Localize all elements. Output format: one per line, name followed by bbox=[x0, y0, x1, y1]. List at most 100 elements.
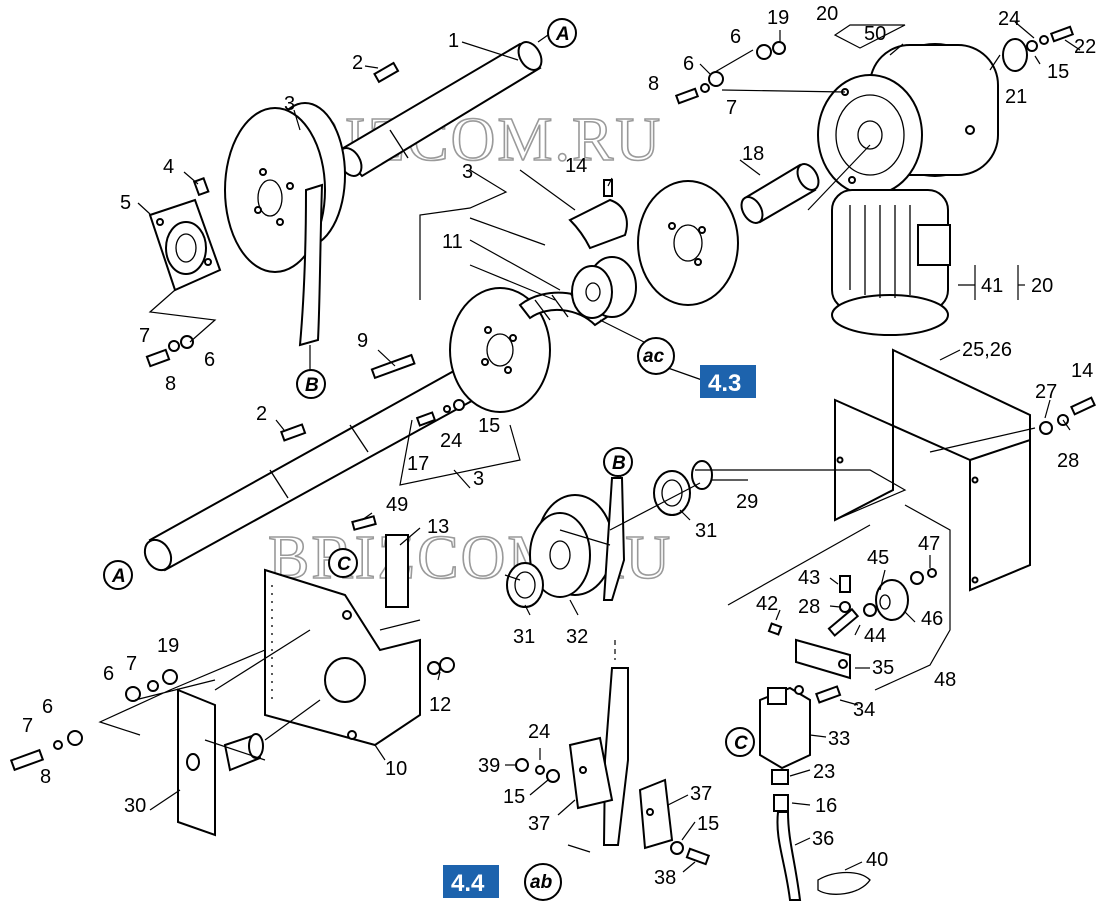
callout-10: 10 bbox=[385, 758, 407, 780]
callout-7-left-b: 7 bbox=[22, 715, 33, 737]
callout-30: 30 bbox=[124, 795, 146, 817]
callout-35: 35 bbox=[872, 657, 894, 679]
callout-2-lower: 2 bbox=[256, 403, 267, 425]
callout-44: 44 bbox=[864, 625, 886, 647]
callout-24-mid: 24 bbox=[440, 430, 462, 452]
pin-42 bbox=[767, 622, 783, 636]
callout-31-lower: 31 bbox=[513, 626, 535, 648]
washer-24-lower bbox=[535, 765, 545, 775]
callout-3-clamp: 3 bbox=[462, 161, 473, 183]
washer-15-mid bbox=[453, 399, 465, 411]
svg-text:ab: ab bbox=[530, 872, 553, 893]
washer-7-left bbox=[147, 680, 159, 692]
connector-c-plate: C bbox=[328, 548, 358, 578]
callout-37-left: 37 bbox=[528, 813, 550, 835]
screw-14-upper bbox=[603, 179, 613, 197]
bolt-17 bbox=[415, 411, 437, 427]
reference-4-4[interactable]: 4.4 bbox=[443, 865, 499, 898]
nut-19-top bbox=[772, 41, 786, 55]
callout-40: 40 bbox=[866, 849, 888, 871]
callout-3-pulley: 3 bbox=[284, 93, 295, 115]
brake-disc-right bbox=[637, 180, 739, 306]
callout-numbers: 1 2 3 4 5 7 6 8 9 2 17 24 15 3 3 14 11 6… bbox=[22, 3, 1096, 889]
callout-36: 36 bbox=[812, 828, 834, 850]
gland-23 bbox=[771, 769, 789, 785]
callout-19-left: 19 bbox=[157, 635, 179, 657]
callout-45: 45 bbox=[867, 547, 889, 569]
flange-bearing bbox=[148, 198, 222, 292]
bolt-8-top bbox=[674, 87, 700, 105]
callout-6-left-b: 6 bbox=[42, 696, 53, 718]
callout-6-top: 6 bbox=[730, 26, 741, 48]
washer-6-top-b bbox=[708, 71, 724, 87]
brake-disc-middle bbox=[449, 287, 551, 413]
svg-text:ac: ac bbox=[643, 346, 665, 367]
cover-plate bbox=[834, 348, 1031, 592]
callout-39: 39 bbox=[478, 755, 500, 777]
callout-14-right: 14 bbox=[1071, 360, 1093, 382]
washer-6-left bbox=[125, 686, 141, 702]
callout-42: 42 bbox=[756, 593, 778, 615]
washer-6-left-b bbox=[67, 730, 83, 746]
washer-45 bbox=[863, 603, 877, 617]
bolt-38 bbox=[685, 847, 711, 866]
callout-24-lower: 24 bbox=[528, 721, 550, 743]
callout-8-left-top: 8 bbox=[165, 373, 176, 395]
clamp-upper bbox=[568, 198, 628, 250]
callout-23: 23 bbox=[813, 761, 835, 783]
svg-text:C: C bbox=[337, 554, 351, 575]
washer-24-mid bbox=[443, 405, 451, 413]
callout-6-left: 6 bbox=[103, 663, 114, 685]
pin-44 bbox=[827, 607, 860, 637]
callout-20-top: 20 bbox=[816, 3, 838, 25]
callout-19-top: 19 bbox=[767, 7, 789, 29]
callout-28-right: 28 bbox=[1057, 450, 1079, 472]
cable-36 bbox=[776, 811, 802, 901]
belt-lower bbox=[602, 667, 629, 846]
washer-27 bbox=[1039, 421, 1053, 435]
bolt-8-left bbox=[9, 748, 45, 772]
connector-a-top: A bbox=[547, 18, 577, 48]
callout-7-left: 7 bbox=[126, 653, 137, 675]
callout-7-left-top: 7 bbox=[139, 325, 150, 347]
callout-7-top: 7 bbox=[726, 97, 737, 119]
callout-37-right: 37 bbox=[690, 783, 712, 805]
mounting-plate bbox=[264, 568, 421, 747]
washer-15-lower-b bbox=[670, 841, 684, 855]
belt-left bbox=[298, 183, 324, 347]
callout-22: 22 bbox=[1074, 36, 1096, 58]
svg-text:4.4: 4.4 bbox=[451, 870, 485, 897]
callout-15-top: 15 bbox=[1047, 61, 1069, 83]
callout-31-upper: 31 bbox=[695, 520, 717, 542]
callout-29: 29 bbox=[736, 491, 758, 513]
callout-5: 5 bbox=[120, 192, 131, 214]
screw-14-right bbox=[1070, 396, 1096, 416]
washer-12 bbox=[427, 661, 441, 675]
svg-text:A: A bbox=[555, 24, 570, 45]
key-upper bbox=[373, 61, 400, 84]
nut-39 bbox=[515, 758, 529, 772]
grease-nipple bbox=[192, 177, 210, 197]
callout-15-lower-b: 15 bbox=[697, 813, 719, 835]
washer-6-top bbox=[756, 44, 772, 60]
lever-35 bbox=[795, 638, 851, 680]
callout-24-top: 24 bbox=[998, 8, 1020, 30]
callout-20-motor: 20 bbox=[1031, 275, 1053, 297]
reference-4-3[interactable]: 4.3 bbox=[700, 365, 756, 398]
leader-lines bbox=[98, 21, 1081, 873]
motor bbox=[831, 189, 951, 336]
washer-15-top bbox=[1026, 40, 1038, 52]
svg-text:4.3: 4.3 bbox=[708, 370, 741, 397]
plate-30 bbox=[177, 688, 264, 837]
ring-47 bbox=[927, 568, 937, 578]
washer-7-top bbox=[700, 83, 710, 93]
limit-switch bbox=[759, 685, 811, 770]
svg-text:B: B bbox=[612, 453, 626, 474]
bolt-left-upper bbox=[145, 335, 194, 368]
callout-48: 48 bbox=[934, 669, 956, 691]
connector-ac: ac bbox=[637, 337, 675, 375]
callout-3-lower: 3 bbox=[473, 468, 484, 490]
callout-1: 1 bbox=[448, 30, 459, 52]
callout-34: 34 bbox=[853, 699, 875, 721]
